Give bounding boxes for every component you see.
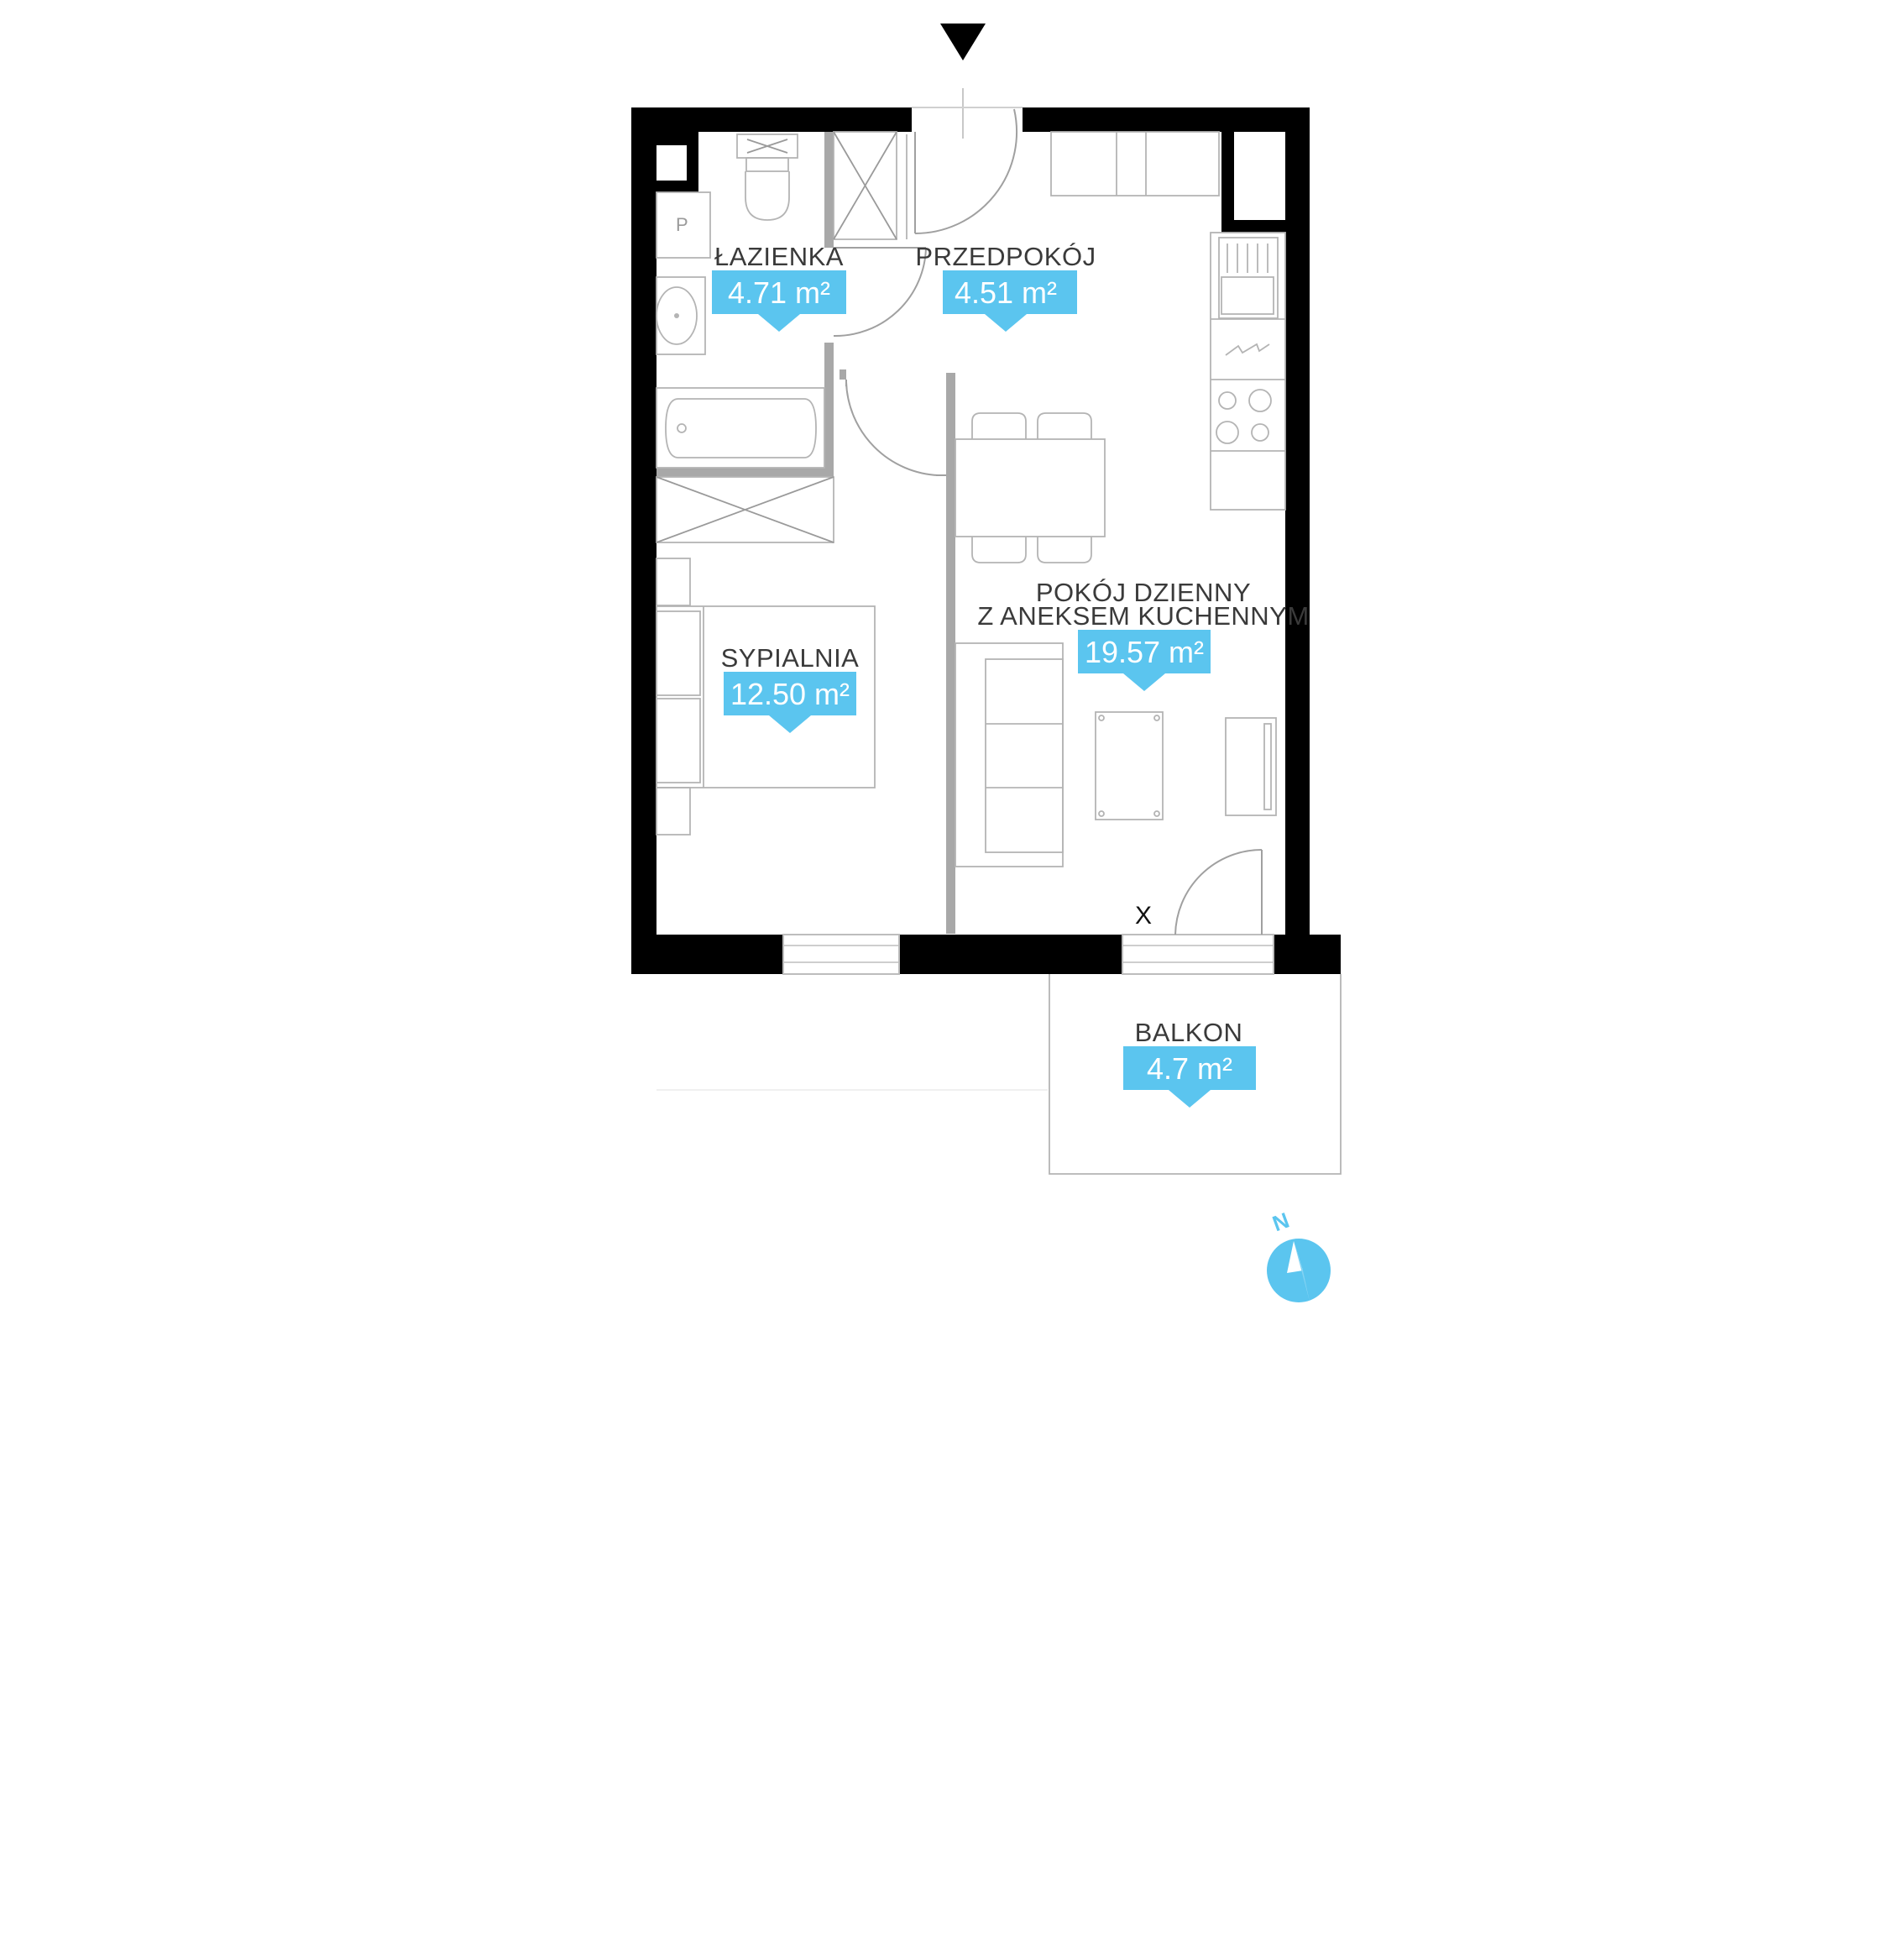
room-area: 12.50 m² (730, 677, 850, 711)
area-badge: 4.7 m² (1123, 1046, 1256, 1108)
room-name: PRZEDPOKÓJ (915, 242, 1096, 271)
window-mark: X (1135, 902, 1152, 930)
area-badge: 4.51 m² (943, 270, 1077, 332)
windows (782, 107, 1274, 975)
room-name: ŁAZIENKA (714, 242, 844, 271)
room-area: 4.51 m² (955, 275, 1057, 310)
compass-icon: N (1267, 1207, 1331, 1302)
entrance-arrow-icon (940, 24, 986, 60)
room-area: 4.71 m² (728, 275, 830, 310)
room-area: 4.7 m² (1147, 1051, 1232, 1086)
compass-label: N (1269, 1207, 1293, 1237)
room-name-line1: POKÓJ DZIENNY (1036, 578, 1251, 607)
fixtures: P (656, 131, 1342, 1175)
area-badge: 19.57 m² (1078, 630, 1211, 691)
room-balkon[interactable]: BALKON 4.7 m² (1123, 1018, 1256, 1108)
room-pokoj-dzienny[interactable]: POKÓJ DZIENNY Z ANEKSEM KUCHENNYM 19.57 … (977, 578, 1309, 691)
area-badge: 12.50 m² (724, 672, 856, 733)
svg-text:P: P (676, 214, 688, 235)
room-lazienka[interactable]: ŁAZIENKA 4.71 m² (712, 242, 846, 332)
interior-walls (656, 132, 955, 934)
room-name: BALKON (1135, 1018, 1243, 1047)
room-sypialnia[interactable]: SYPIALNIA 12.50 m² (721, 643, 860, 733)
exterior-walls (631, 107, 1341, 974)
room-name-line2: Z ANEKSEM KUCHENNYM (977, 601, 1309, 631)
area-badge: 4.71 m² (712, 270, 846, 332)
room-name: SYPIALNIA (721, 643, 860, 673)
doors (833, 108, 1263, 935)
room-przedpokoj[interactable]: PRZEDPOKÓJ 4.51 m² (915, 242, 1096, 332)
room-area: 19.57 m² (1085, 635, 1204, 669)
